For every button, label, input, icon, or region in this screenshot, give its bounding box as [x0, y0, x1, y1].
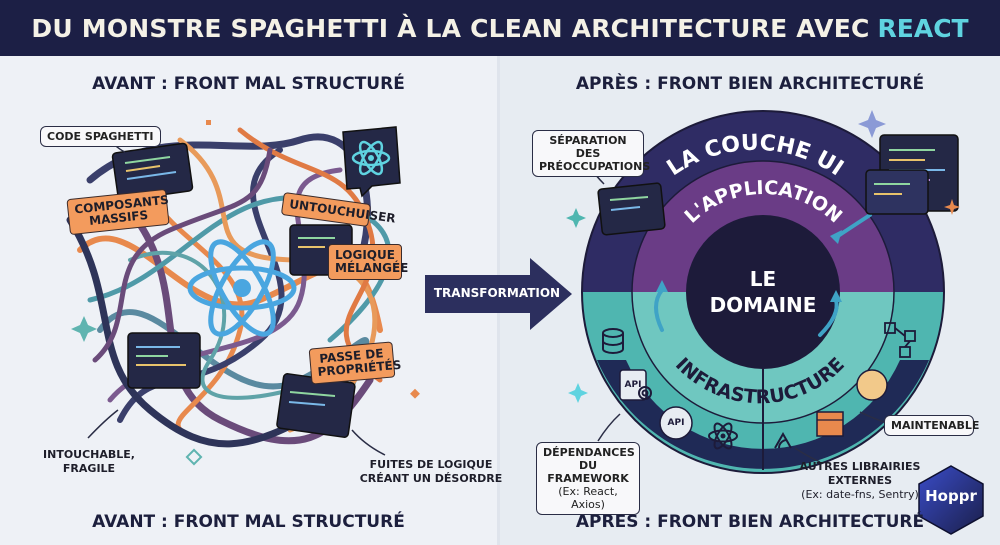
label-separation-line2: PRÉOCCUPATIONS	[539, 160, 651, 173]
gear-icon	[638, 386, 652, 400]
logo-text: Hoppr	[925, 487, 977, 505]
label-maintenable: MAINTENABLE	[884, 415, 979, 436]
right-heading-top: APRÈS : FRONT BIEN ARCHITECTURÉ	[575, 74, 925, 94]
react-logo-icon	[187, 239, 297, 337]
label-autres-librairies: AUTRES LIBRAIRIES EXTERNES (Ex: date-fns…	[790, 460, 930, 502]
box-icon	[816, 411, 844, 437]
sentry-icon	[774, 431, 792, 449]
label-autres-line2: EXTERNES	[827, 474, 893, 487]
label-logique-melangee: LOGIQUE MÉLANGÉE	[328, 244, 409, 280]
banner-title-accent: REACT	[877, 13, 969, 43]
label-dependances-line1: DÉPENDANCES	[543, 446, 635, 459]
label-fuites-line1: FUITES DE LOGIQUE	[369, 458, 493, 471]
label-dependances-line3: (Ex: React, Axios)	[558, 485, 618, 511]
label-code-spaghetti: CODE SPAGHETTI	[40, 126, 161, 147]
left-heading-bottom: AVANT : FRONT MAL STRUCTURÉ	[92, 512, 405, 532]
label-fuites-line2: CRÉANT UN DÉSORDRE	[359, 472, 503, 485]
label-separation-line1: SÉPARATION DES	[549, 134, 627, 160]
left-heading-top: AVANT : FRONT MAL STRUCTURÉ	[92, 74, 405, 94]
label-dependances-line2: DU FRAMEWORK	[547, 459, 629, 485]
api-doc-label: API	[624, 380, 642, 390]
label-fuites-de-logique: FUITES DE LOGIQUE CRÉANT UN DÉSORDRE	[356, 458, 506, 486]
react-small-icon	[708, 422, 738, 450]
label-autres-line3: (Ex: date-fns, Sentry)	[801, 488, 919, 501]
code-window-icon	[597, 182, 666, 236]
code-window-icon	[111, 142, 194, 202]
label-intouchable-fragile: INTOUCHABLE, FRAGILE	[34, 448, 144, 476]
api-circle-icon	[659, 406, 693, 440]
network-nodes-icon	[884, 322, 916, 358]
label-logique-line2: MÉLANGÉE	[335, 261, 409, 275]
api-circle-label: API	[667, 418, 685, 428]
title-banner: DU MONSTRE SPAGHETTI À LA CLEAN ARCHITEC…	[0, 0, 1000, 56]
label-autres-line1: AUTRES LIBRAIRIES	[799, 460, 921, 473]
label-intouchable-line2: FRAGILE	[62, 462, 116, 475]
code-window-icon	[865, 169, 929, 215]
transformation-arrow	[425, 258, 572, 330]
label-separation-preoccupations: SÉPARATION DES PRÉOCCUPATIONS	[532, 130, 651, 177]
package-icon	[856, 369, 888, 401]
label-passe-de-proprietes: PASSE DE PROPRIÉTÉS	[308, 341, 402, 385]
arrow-heads	[656, 230, 842, 302]
label-logique-line1: LOGIQUE	[335, 248, 395, 262]
label-dependances-framework: DÉPENDANCES DU FRAMEWORK (Ex: React, Axi…	[536, 442, 640, 515]
core-domain-label: LE DOMAINE	[706, 266, 820, 318]
database-icon	[602, 328, 624, 354]
core-label-line1: LE	[749, 267, 777, 291]
sparkle-icon	[71, 120, 420, 466]
sparkle-icon	[566, 110, 960, 403]
banner-title: DU MONSTRE SPAGHETTI À LA CLEAN ARCHITEC…	[31, 13, 870, 43]
core-label-line2: DOMAINE	[709, 293, 817, 317]
label-intouchable-line1: INTOUCHABLE,	[43, 448, 135, 461]
transformation-label: TRANSFORMATION	[433, 286, 561, 300]
hoppr-logo-icon	[918, 465, 984, 535]
code-window-icon	[127, 332, 201, 389]
react-badge-icon	[342, 126, 401, 198]
right-heading-bottom: APRÈS : FRONT BIEN ARCHITECTURÉ	[575, 512, 925, 532]
